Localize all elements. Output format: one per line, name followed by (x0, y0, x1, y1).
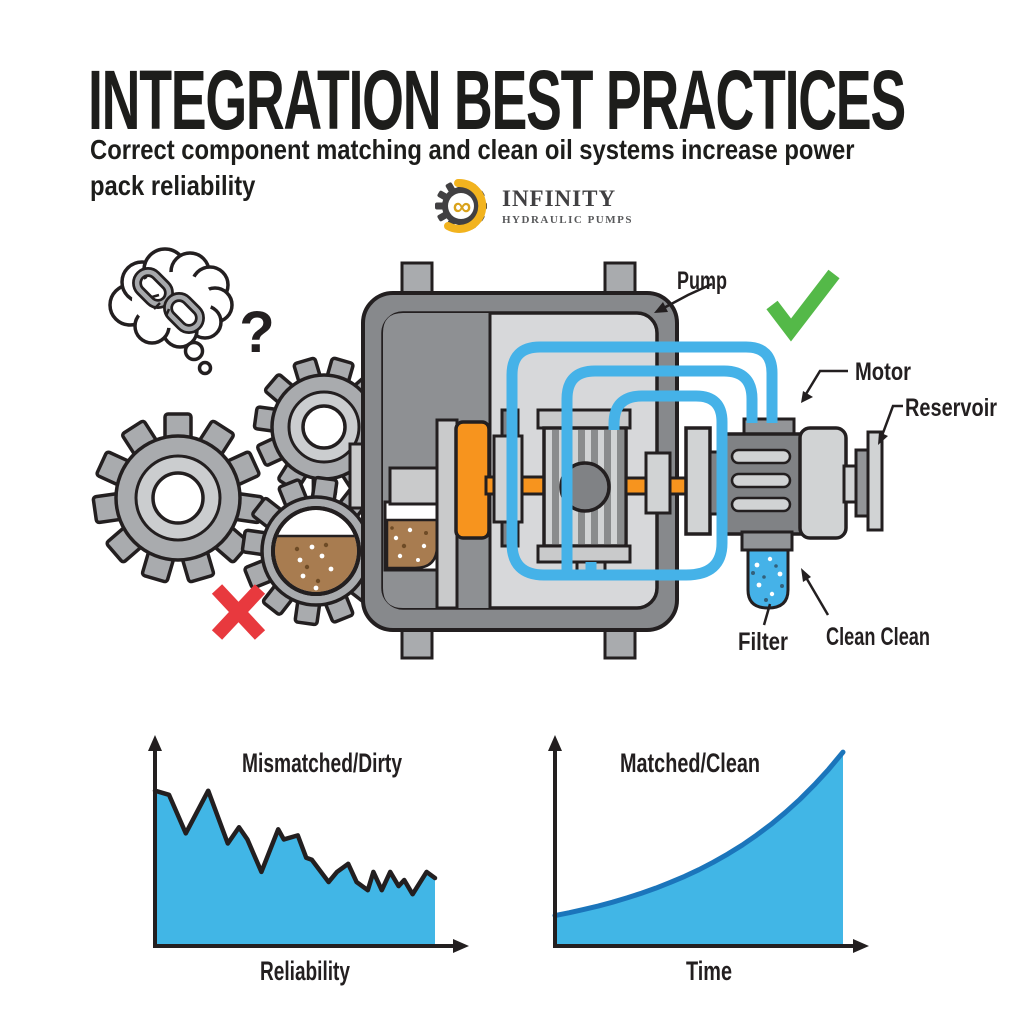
label-clean: Clean Clean (826, 623, 930, 651)
filter-cartridge (746, 548, 790, 610)
wall-bearing (644, 451, 672, 515)
label-motor: Motor (855, 358, 911, 386)
coupling-orange (454, 420, 491, 540)
chart-matched-clean: Matched/Clean Time (548, 735, 869, 986)
bulkhead (435, 418, 459, 610)
leader-lines (659, 282, 903, 626)
gold-arc (444, 178, 487, 233)
arrowheads (654, 302, 888, 582)
power-pack-diagram: ? (91, 247, 997, 660)
label-pump: Pump (677, 267, 727, 295)
page-subtitle: Correct component matching and clean oil… (90, 134, 855, 201)
chart-title-matched: Matched/Clean (620, 748, 760, 778)
pump-unit (536, 408, 632, 578)
chart-title-mismatched: Mismatched/Dirty (242, 748, 402, 778)
dirty-oil-sump (383, 500, 441, 572)
chart-xlabel-time: Time (686, 956, 732, 986)
reliability-charts: Mismatched/Dirty Reliability Matched/Cle… (148, 735, 869, 986)
label-filter: Filter (738, 628, 788, 656)
reservoir-plate (866, 430, 884, 532)
chart-xlabel-reliability: Reliability (260, 956, 350, 986)
brand-tagline: HYDRAULIC PUMPS (502, 214, 633, 226)
page-title-text: INTEGRATION BEST PRACTICES (88, 53, 906, 147)
shaft-support (388, 466, 439, 506)
motor-unit (684, 417, 884, 552)
label-reservoir: Reservoir (905, 394, 997, 422)
hydraulic-pipes (506, 341, 778, 581)
cross-icon (211, 584, 266, 640)
question-mark: ? (239, 300, 274, 365)
infinity-gear-icon: ∞ (435, 178, 487, 233)
check-icon (766, 269, 840, 342)
gear-large-icon (91, 412, 265, 584)
broken-chain-icon (132, 267, 205, 334)
brand-name: INFINITY (502, 186, 617, 211)
chart-mismatched-dirty: Mismatched/Dirty Reliability (148, 735, 469, 986)
infinity-symbol: ∞ (453, 191, 472, 221)
page-title: INTEGRATION BEST PRACTICES (88, 52, 1024, 149)
brand-logo: ∞ INFINITY HYDRAULIC PUMPS (434, 174, 633, 238)
